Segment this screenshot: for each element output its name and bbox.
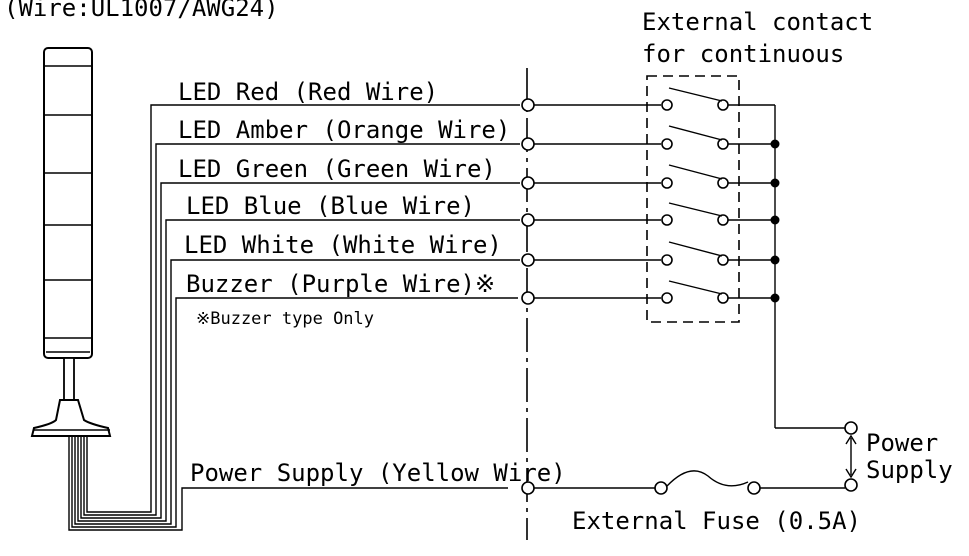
external-fuse (534, 470, 845, 495)
power-supply-label-1: Power (866, 429, 938, 457)
external-contact-box (646, 75, 740, 323)
signal-tower (30, 47, 112, 437)
wire-label-white: LED White (White Wire) (184, 231, 502, 259)
wire-label-amber: LED Amber (Orange Wire) (178, 116, 510, 144)
external-contact-label-1: External contact (642, 8, 873, 36)
wire-label-buzzer: Buzzer (Purple Wire)※ (186, 270, 495, 298)
external-switches (661, 87, 729, 304)
wire-label-power: Power Supply (Yellow Wire) (190, 459, 566, 487)
terminal-column (521, 98, 535, 495)
wire-spec-label: (Wire:UL1007/AWG24) (4, 0, 279, 22)
wire-label-red: LED Red (Red Wire) (178, 78, 438, 106)
common-bus (728, 104, 845, 429)
contact-feed-lines (534, 104, 661, 299)
fuse-label: External Fuse (0.5A) (572, 507, 861, 535)
power-supply-label-2: Supply (866, 456, 953, 484)
wire-label-blue: LED Blue (Blue Wire) (186, 192, 475, 220)
wire-label-green: LED Green (Green Wire) (178, 155, 496, 183)
power-supply-terminals (844, 421, 858, 492)
buzzer-note: ※Buzzer type Only (196, 309, 374, 329)
external-contact-label-2: for continuous (642, 40, 844, 68)
cable-bundle (68, 104, 520, 531)
